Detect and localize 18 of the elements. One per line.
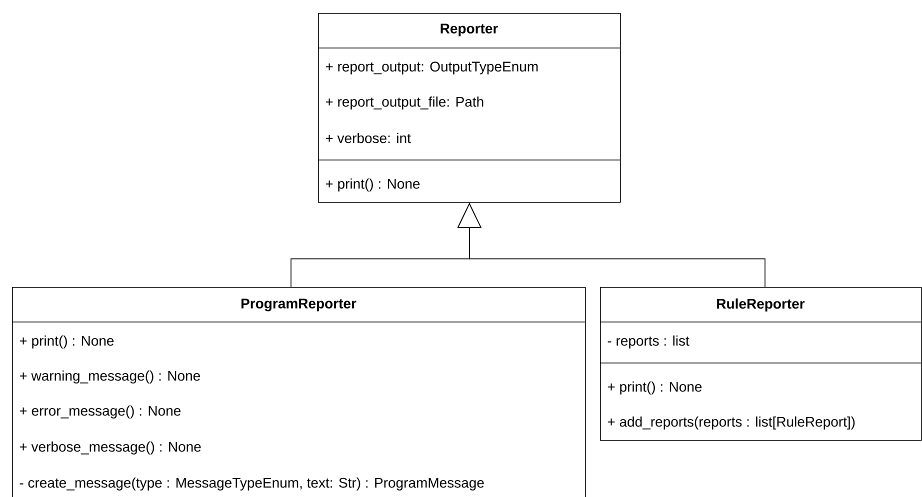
class-box: [600, 287, 922, 441]
member-text: + print() : None: [20, 335, 114, 349]
member-text: + verbose: int: [326, 132, 411, 144]
class-box: [12, 287, 586, 497]
member-text: + error_message() : None: [20, 405, 181, 419]
member-text: + warning_message() : None: [20, 370, 200, 384]
member-text: + report_output: OutputTypeEnum: [326, 62, 538, 74]
class-name: RuleReporter: [717, 298, 805, 312]
class-name: ProgramReporter: [242, 298, 356, 312]
member-text: + print() : None: [608, 381, 702, 395]
member-text: - reports : list: [608, 335, 690, 349]
member-text: + report_output_file: Path: [326, 96, 484, 110]
member-text: + add_reports(reports : list[RuleReport]): [608, 416, 855, 430]
class-name: Reporter: [440, 24, 498, 36]
member-text: + print() : None: [326, 178, 420, 192]
member-text: - create_message(type : MessageTypeEnum, text: Str) : ProgramMessage: [20, 477, 484, 490]
class-box: [318, 13, 621, 203]
member-text: + verbose_message() : None: [20, 441, 201, 454]
